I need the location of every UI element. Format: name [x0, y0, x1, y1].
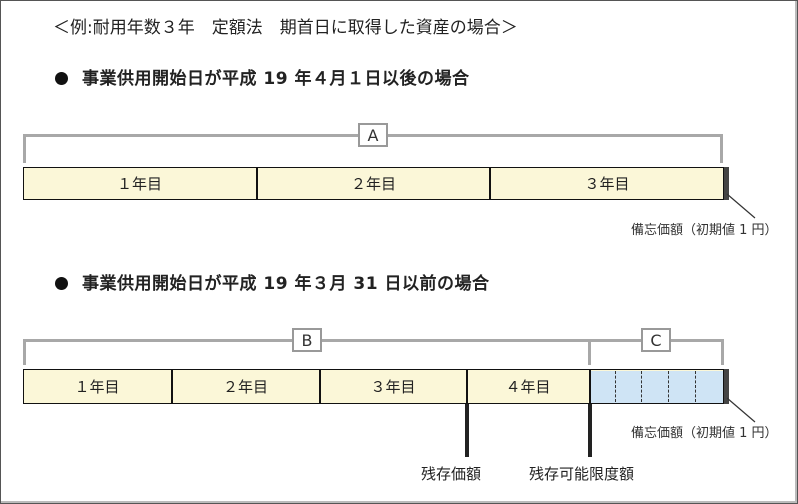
section2-divider [466, 369, 468, 404]
bullet-icon [55, 72, 68, 85]
section2-memo-leader [726, 397, 756, 423]
section2-memo-stub [724, 369, 729, 404]
c-region [591, 370, 723, 403]
section1-heading-text: 事業供用開始日が平成 19 年４月１日以後の場合 [82, 69, 470, 89]
section1-year-cell: ３年目 [584, 175, 630, 193]
section1-divider [256, 167, 258, 200]
section2-divider [589, 369, 591, 404]
bracket-b-label: B [292, 328, 322, 352]
limit-value-marker [587, 404, 592, 457]
bracket-c-label: C [641, 328, 671, 352]
section1-heading: 事業供用開始日が平成 19 年４月１日以後の場合 [55, 64, 470, 89]
section1-timeline-bar [23, 167, 724, 200]
section2-divider [319, 369, 321, 404]
section1-divider [489, 167, 491, 200]
section2-heading: 事業供用開始日が平成 19 年３月 31 日以前の場合 [55, 269, 490, 294]
c-region-dash [615, 371, 616, 402]
section2-year-cell: ３年目 [370, 378, 416, 396]
section2-memo-label: 備忘価額（初期値 1 円） [631, 426, 778, 441]
section2-divider [171, 369, 173, 404]
section1-memo-label: 備忘価額（初期値 1 円） [631, 223, 778, 238]
c-region-dash [695, 371, 696, 402]
section1-memo-leader [726, 193, 756, 219]
section2-year-cell: ２年目 [222, 378, 268, 396]
section2-heading-text: 事業供用開始日が平成 19 年３月 31 日以前の場合 [82, 274, 490, 294]
bullet-icon [55, 277, 68, 290]
section1-year-cell: １年目 [116, 175, 162, 193]
section1-year-cell: ２年目 [350, 175, 396, 193]
residual-value-marker [464, 404, 469, 457]
residual-value-label: 残存価額 [421, 465, 482, 483]
section2-year-cell: ４年目 [505, 378, 551, 396]
bracket-a-label: A [358, 123, 388, 147]
section1-memo-stub [724, 167, 729, 200]
diagram-title: ＜例:耐用年数３年 定額法 期首日に取得した資産の場合＞ [53, 18, 518, 38]
section2-year-cell: １年目 [74, 378, 120, 396]
c-region-dash [668, 371, 669, 402]
limit-value-label: 残存可能限度額 [529, 465, 635, 483]
c-region-dash [641, 371, 642, 402]
